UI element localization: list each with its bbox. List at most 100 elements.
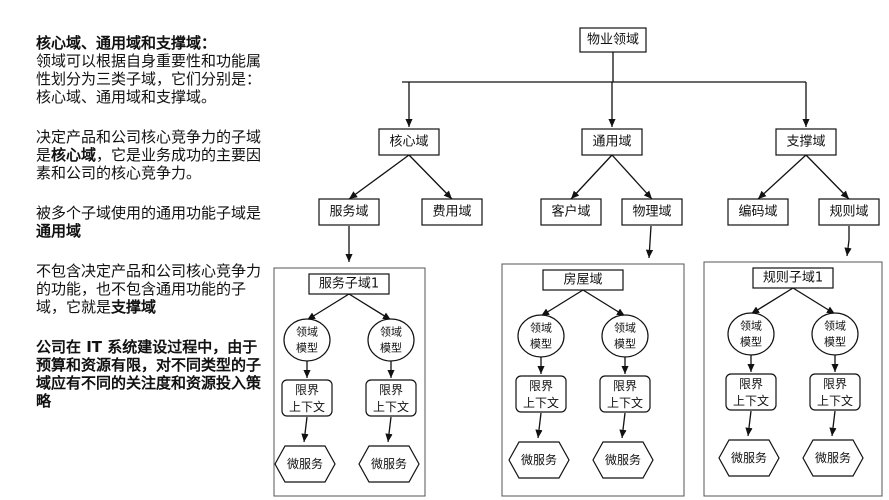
bounded-context-box-0-1 bbox=[365, 379, 417, 417]
bounded-context-label-1-1-1: 限界 bbox=[613, 379, 637, 393]
context-service-arrow-1-1 bbox=[619, 412, 627, 439]
subdomain-arrow-1-0 bbox=[570, 154, 613, 200]
subdomain-label-0-1: 费用域 bbox=[432, 205, 471, 220]
bounded-context-label-2-1-0: 上下文 bbox=[523, 395, 559, 410]
subdomain-box-1-1 bbox=[621, 198, 683, 226]
panel-model-arrow-2-1 bbox=[792, 287, 836, 315]
microservice-label-0-0: 微服务 bbox=[287, 456, 323, 471]
subdomain-panel-1 bbox=[501, 263, 685, 497]
domain-model-label-2-0-1: 模型 bbox=[380, 341, 402, 355]
subdomain-box-2-0 bbox=[727, 198, 789, 226]
domain-label-2: 支撑域 bbox=[786, 135, 825, 150]
domain-model-label-1-1-0: 领域 bbox=[530, 322, 552, 335]
subdomain-label-0-0: 服务域 bbox=[329, 204, 368, 220]
generic-domain-paragraph: 被多个子域使用的通用功能子域是通用域 bbox=[36, 204, 268, 240]
support-para-text: 不包含决定产品和公司核心竞争力的功能，也不包含通用功能的子域，它就是 bbox=[36, 262, 262, 316]
subdomain-arrow-1-1 bbox=[611, 154, 653, 200]
domain-box-1 bbox=[581, 128, 643, 156]
context-service-arrow-2-0 bbox=[745, 410, 753, 437]
panel-title-1: 房屋域 bbox=[563, 272, 602, 288]
domain-model-label-1-2-0: 领域 bbox=[740, 320, 762, 333]
domain-label-1: 通用域 bbox=[592, 135, 631, 150]
subdomain-label-1-0: 客户域 bbox=[551, 204, 590, 220]
intro-body: 领域可以根据自身重要性和功能属性划分为三类子域，它们分别是：核心域、通用域和支撑… bbox=[36, 52, 262, 106]
bounded-context-label-1-0-0: 限界 bbox=[295, 383, 319, 397]
panel-model-arrow-2-0 bbox=[750, 287, 794, 315]
microservice-label-1-0: 微服务 bbox=[521, 452, 557, 467]
root-domain-box bbox=[579, 27, 647, 53]
bounded-context-label-1-2-1: 限界 bbox=[823, 377, 847, 391]
bounded-context-box-2-1 bbox=[809, 373, 861, 411]
subdomain-box-2-1 bbox=[818, 198, 880, 226]
context-service-arrow-0-1 bbox=[385, 416, 393, 443]
core-para-text: 决定产品和公司核心竞争力的子域是 bbox=[36, 128, 262, 164]
domain-model-label-2-1-1: 模型 bbox=[614, 337, 636, 351]
conclusion-paragraph: 公司在 IT 系统建设过程中，由于预算和资源有限，对不同类型的子域应有不同的关注… bbox=[36, 338, 262, 410]
subdomain-panel-0 bbox=[273, 267, 426, 497]
panel-arrow-1 bbox=[645, 225, 654, 259]
subdomain-arrow-0-1 bbox=[408, 154, 453, 200]
microservice-hexagon-0-0 bbox=[274, 445, 336, 483]
subdomain-label-2-0: 编码域 bbox=[738, 205, 777, 220]
generic-para-text: 被多个子域使用的通用功能子域是 bbox=[36, 204, 262, 222]
microservice-hexagon-2-1 bbox=[802, 439, 864, 477]
support-term: 支撑域 bbox=[111, 298, 157, 316]
explanation-text: 核心域、通用域和支撑域： 领域可以根据自身重要性和功能属性划分为三类子域，它们分… bbox=[36, 34, 268, 432]
intro-paragraph: 核心域、通用域和支撑域： 领域可以根据自身重要性和功能属性划分为三类子域，它们分… bbox=[36, 34, 268, 106]
microservice-hexagon-2-0 bbox=[718, 439, 780, 477]
panel-model-arrow-0-1 bbox=[348, 293, 392, 321]
context-service-arrow-0-0 bbox=[301, 416, 309, 443]
bounded-context-label-2-2-0: 上下文 bbox=[733, 393, 769, 408]
bounded-context-box-2-0 bbox=[725, 373, 777, 411]
subdomain-box-0-1 bbox=[421, 198, 483, 226]
subdomain-label-1-1: 物理域 bbox=[632, 205, 671, 220]
bounded-context-label-2-0-0: 上下文 bbox=[289, 399, 325, 414]
microservice-label-2-0: 微服务 bbox=[731, 450, 767, 465]
bounded-context-label-2-1-1: 上下文 bbox=[607, 395, 643, 410]
panel-title-2: 规则子域1 bbox=[763, 271, 823, 286]
microservice-hexagon-1-0 bbox=[508, 441, 570, 479]
subdomain-label-2-1: 规则域 bbox=[829, 205, 868, 220]
panel-model-arrow-1-0 bbox=[540, 289, 584, 317]
microservice-label-0-1: 微服务 bbox=[371, 456, 407, 471]
subdomain-arrow-2-1 bbox=[805, 154, 850, 200]
domain-model-label-1-1-1: 领域 bbox=[614, 322, 636, 335]
bounded-context-box-0-0 bbox=[281, 379, 333, 417]
bounded-context-label-1-1-0: 限界 bbox=[529, 379, 553, 393]
context-service-arrow-1-0 bbox=[535, 412, 543, 439]
subdomain-arrow-0-0 bbox=[348, 154, 410, 200]
panel-title-0: 服务子域1 bbox=[319, 276, 379, 292]
panel-model-arrow-0-0 bbox=[306, 293, 350, 321]
domain-model-label-2-2-1: 模型 bbox=[824, 335, 846, 349]
microservice-hexagon-0-1 bbox=[358, 445, 420, 483]
core-para-tail: ，它是业务成功的主要因素和公司的核心竞争力。 bbox=[36, 146, 262, 182]
context-service-arrow-2-1 bbox=[829, 410, 837, 437]
microservice-hexagon-1-1 bbox=[592, 441, 654, 479]
bounded-context-label-2-0-1: 上下文 bbox=[373, 399, 409, 414]
microservice-label-1-1: 微服务 bbox=[605, 452, 641, 467]
bounded-context-label-1-0-1: 限界 bbox=[379, 383, 403, 397]
bounded-context-label-1-2-0: 限界 bbox=[739, 377, 763, 391]
core-domain-paragraph: 决定产品和公司核心竞争力的子域是核心域，它是业务成功的主要因素和公司的核心竞争力… bbox=[36, 128, 268, 182]
subdomain-arrow-2-0 bbox=[757, 154, 807, 200]
domain-model-label-2-0-0: 模型 bbox=[296, 341, 318, 355]
domain-model-label-1-0-0: 领域 bbox=[296, 326, 318, 339]
domain-label-0: 核心域 bbox=[389, 135, 428, 150]
domain-model-label-2-1-0: 模型 bbox=[530, 337, 552, 351]
subdomain-panel-2 bbox=[703, 261, 883, 497]
subdomain-box-0-0 bbox=[318, 198, 380, 226]
bounded-context-box-1-0 bbox=[515, 375, 567, 413]
core-term: 核心域 bbox=[51, 146, 97, 164]
microservice-label-2-1: 微服务 bbox=[815, 450, 851, 465]
domain-model-label-1-2-1: 领域 bbox=[824, 320, 846, 333]
bounded-context-label-2-2-1: 上下文 bbox=[817, 393, 853, 408]
subdomain-box-1-0 bbox=[540, 198, 602, 226]
domain-model-label-2-2-0: 模型 bbox=[740, 335, 762, 349]
intro-title: 核心域、通用域和支撑域： bbox=[36, 34, 217, 52]
generic-term: 通用域 bbox=[36, 222, 82, 240]
panel-model-arrow-1-1 bbox=[582, 289, 626, 317]
bounded-context-box-1-1 bbox=[599, 375, 651, 413]
root-domain-label: 物业领域 bbox=[587, 33, 639, 48]
domain-model-label-1-0-1: 领域 bbox=[380, 326, 402, 339]
